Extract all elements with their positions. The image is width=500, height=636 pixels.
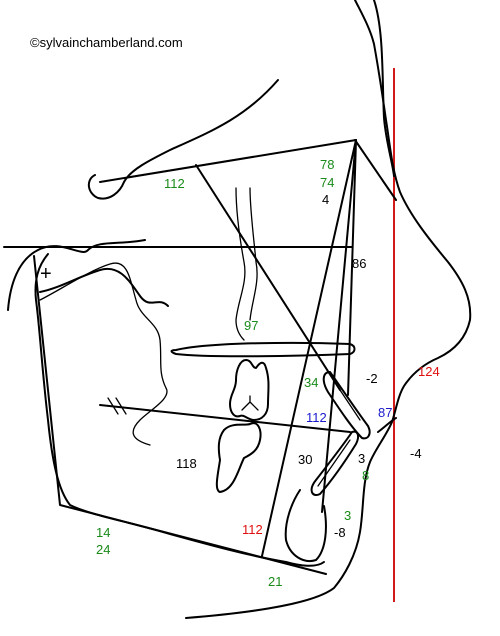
symphysis xyxy=(284,489,327,562)
measurement-label: 124 xyxy=(418,364,440,379)
measurement-labels: 78 74 4 112 86 97 34 -2 124 112 87 118 3… xyxy=(96,157,440,589)
measurement-label: 4 xyxy=(322,192,329,207)
measurement-label: 97 xyxy=(244,318,258,333)
posterior-cranium-line xyxy=(7,239,146,311)
measurement-label: 34 xyxy=(304,375,318,390)
pterygoid-line xyxy=(235,187,258,341)
measurement-label: 3 xyxy=(358,451,365,466)
mandible-ramus xyxy=(34,253,325,567)
measurement-label: 118 xyxy=(176,456,197,471)
upper-molar xyxy=(229,359,270,421)
lower-incisor-axis xyxy=(317,439,351,487)
measurement-label: 87 xyxy=(378,405,392,420)
sella-diagonal xyxy=(195,164,341,391)
facial-line-1 xyxy=(347,139,357,396)
measurement-label: 78 xyxy=(320,157,334,172)
measurement-label: -2 xyxy=(366,371,378,386)
measurement-label: 112 xyxy=(306,410,327,425)
measurement-label: 74 xyxy=(320,175,334,190)
upper-incisor-axis xyxy=(335,383,361,421)
facial-line-2 xyxy=(321,139,357,513)
gonial-line xyxy=(33,255,327,575)
palatal-plane xyxy=(170,341,356,358)
sn-line xyxy=(99,139,357,183)
copyright-text: ©sylvainchamberland.com xyxy=(30,35,183,50)
molar-cusp xyxy=(241,395,259,411)
measurement-label: -4 xyxy=(410,446,422,461)
measurement-label: 86 xyxy=(352,256,366,271)
upper-jaw-outline xyxy=(39,267,169,307)
lip-line xyxy=(377,417,397,433)
sella-marker: + xyxy=(40,263,52,285)
soft-tissue-nose-arc xyxy=(373,0,395,177)
occlusal-ticks xyxy=(107,397,127,415)
measurement-label: 3 xyxy=(344,508,351,523)
measurement-label: 14 xyxy=(96,525,110,540)
upper-incisor xyxy=(322,371,371,440)
facial-line-3 xyxy=(261,139,357,557)
occlusal-plane xyxy=(99,404,351,433)
lower-molar xyxy=(215,422,262,493)
lower-incisor xyxy=(310,430,360,496)
measurement-label: 112 xyxy=(164,176,185,191)
soft-tissue-profile xyxy=(185,0,472,619)
mandible-inner xyxy=(39,262,168,446)
measurement-label: 112 xyxy=(242,522,263,537)
nasion-line xyxy=(354,139,397,201)
measurement-label: 30 xyxy=(298,452,312,467)
measurement-label: 24 xyxy=(96,542,110,557)
measurement-label: -8 xyxy=(334,525,346,540)
measurement-label: 8 xyxy=(362,468,369,483)
measurement-label: 21 xyxy=(268,574,282,589)
